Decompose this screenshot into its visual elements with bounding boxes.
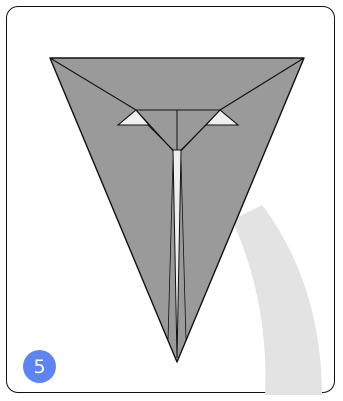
rotation-arc [232, 205, 322, 395]
step-number: 5 [33, 356, 45, 378]
step-number-badge: 5 [23, 350, 56, 383]
